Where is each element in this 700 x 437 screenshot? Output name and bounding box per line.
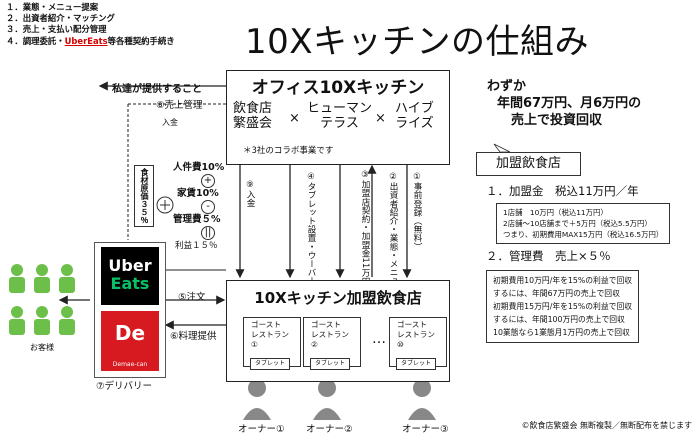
service-list: １．業態・メニュー提案 ２．出資者紹介・マッチング ３．売上・支払い配分管理 ４…: [6, 2, 175, 47]
owner-label: オーナー①: [238, 424, 285, 435]
sales-mgmt-label: ⑧売上管理: [156, 100, 203, 111]
intro-label: ②出資者紹介・業態・メニュー提案: [388, 172, 398, 311]
plus-icon: [156, 196, 174, 214]
owner-icons: [243, 379, 436, 420]
company-hanjokai: 飲食店 繁盛会: [233, 101, 273, 131]
tablet-label: ④タブレット設置・ウーバーイーツ出前館: [306, 172, 316, 337]
tablet-device: タブレット: [250, 358, 290, 370]
minus-circle: -: [201, 200, 215, 214]
order-label: ⑤注文: [178, 292, 206, 303]
delivery-platforms: Uber Eats De Demae-can: [94, 242, 166, 378]
collab-note: ＊3社のコラボ事業です: [243, 146, 334, 156]
fee1: １．加盟金 税込11万円／年: [486, 184, 639, 198]
times-sign: ×: [375, 111, 386, 126]
mgmt-cost: 管理費５%: [173, 214, 221, 225]
headline: わずか 年間67万円、月6万円の 売上で投資回収: [487, 79, 642, 128]
service-item: １．業態・メニュー提案: [6, 2, 99, 12]
tablet-device: タブレット: [310, 358, 350, 370]
service-item: ４．調理委託・UberEats等各種契約手続き: [6, 35, 175, 46]
food-cost-box: 食材原価３５％: [134, 165, 154, 227]
profit: 利益１５％: [175, 241, 218, 251]
owner-label: オーナー②: [306, 424, 353, 435]
owner-label: オーナー③: [402, 424, 449, 435]
deposit9-label: ⑨入金: [245, 180, 255, 208]
private-provide-label: 私達が提供すること: [112, 84, 202, 95]
company-humanterrace: ヒューマン テラス: [307, 101, 373, 131]
fee1-detail: 1店舗 10万円（税込11万円） 2店舗～10店舗まで＋5万円（税込5.5万円）…: [496, 203, 671, 244]
office-title: オフィス10Xキッチン: [251, 78, 425, 98]
demaecan-logo: De Demae-can: [101, 311, 159, 371]
times-sign: ×: [289, 111, 300, 126]
copyright: ©飲食店繁盛会 無断複製／無断配布を禁じます: [521, 421, 692, 430]
customer-icons: [9, 264, 75, 335]
ellipsis: …: [372, 331, 386, 347]
deposit-label: 入金: [162, 118, 178, 127]
plus-circle: +: [201, 174, 215, 188]
kitchen-title: 10Xキッチン加盟飲食店: [254, 289, 422, 307]
office-10x-kitchen: オフィス10Xキッチン 飲食店 繁盛会 × ヒューマン テラス × ハイブ ライ…: [226, 70, 450, 165]
tablet-device: タブレット: [396, 358, 436, 370]
labor-cost: 人件費10%: [173, 162, 225, 173]
uber-eats-logo: Uber Eats: [101, 247, 159, 305]
apply-label: ①事前登録（無料）: [412, 172, 422, 251]
fee2: ２．管理費 売上×５％: [486, 249, 611, 263]
cooking-label: ⑥料理提供: [170, 331, 217, 342]
rent-cost: 家賃10%: [177, 188, 219, 199]
service-item: ２．出資者紹介・マッチング: [6, 13, 115, 24]
fee2-detail: 初期費用10万円/年を15%の利益で回収 するには、年間67万円の売上で回収 初…: [486, 270, 640, 343]
company-hiverise: ハイブ ライズ: [395, 101, 434, 131]
customers-label: お客様: [30, 343, 54, 352]
delivery-label: ⑦デリバリー: [96, 381, 153, 392]
equals-circle: ||: [201, 226, 215, 240]
cost-calc: 人件費10% + 家賃10% - 管理費５% || 利益１５％: [173, 162, 224, 252]
service-item: ３．売上・支払い配分管理: [6, 24, 107, 35]
franchise-box: 加盟飲食店: [476, 152, 581, 176]
page-title: 10Xキッチンの仕組み: [245, 22, 590, 62]
contract-label: ③加盟店契約・加盟金11万円／年・管理費売上の5％: [360, 170, 370, 378]
